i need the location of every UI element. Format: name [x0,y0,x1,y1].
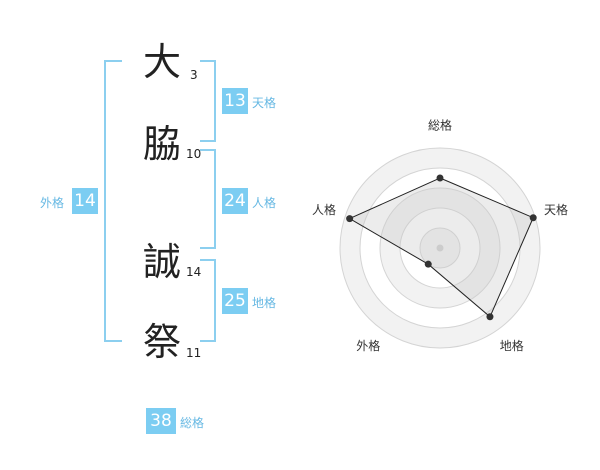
chikaku-bracket [200,259,216,342]
name-char-4: 祭 [142,320,181,364]
radar-axis-label: 人格 [312,202,336,217]
radar-axis-label: 外格 [356,338,380,353]
soukaku-value-badge: 38 [146,408,176,434]
stroke-count-2: 10 [186,147,202,161]
tenkaku-value-badge: 13 [222,88,248,114]
gaikaku-bracket [104,60,122,342]
radar-point [486,313,494,321]
radar-point [529,214,537,222]
gaikaku-label: 外格 [40,196,65,210]
radar-points [346,174,537,321]
chikaku-label: 地格 [252,296,277,310]
stroke-count-3: 14 [186,265,202,279]
name-char-1: 大 [142,40,181,84]
radar-axis-label: 地格 [500,338,524,353]
tenkaku-label: 天格 [252,96,277,110]
name-char-2: 脇 [142,122,181,166]
stroke-count-4: 11 [186,346,202,360]
jinkaku-value-badge: 24 [222,188,248,214]
radar-point [436,174,444,182]
soukaku-label: 総格 [180,416,205,430]
gaikaku-value-badge: 14 [72,188,98,214]
jinkaku-bracket [200,149,216,249]
radar-axis-label: 天格 [544,202,568,217]
stroke-count-1: 3 [190,68,198,82]
radar-point [424,260,432,268]
jinkaku-label: 人格 [252,196,277,210]
chikaku-value-badge: 25 [222,288,248,314]
radar-axis-label: 総格 [428,118,452,133]
name-char-3: 誠 [142,240,181,284]
radar-center-dot [436,244,444,252]
radar-point [346,215,354,223]
tenkaku-bracket [200,60,216,142]
